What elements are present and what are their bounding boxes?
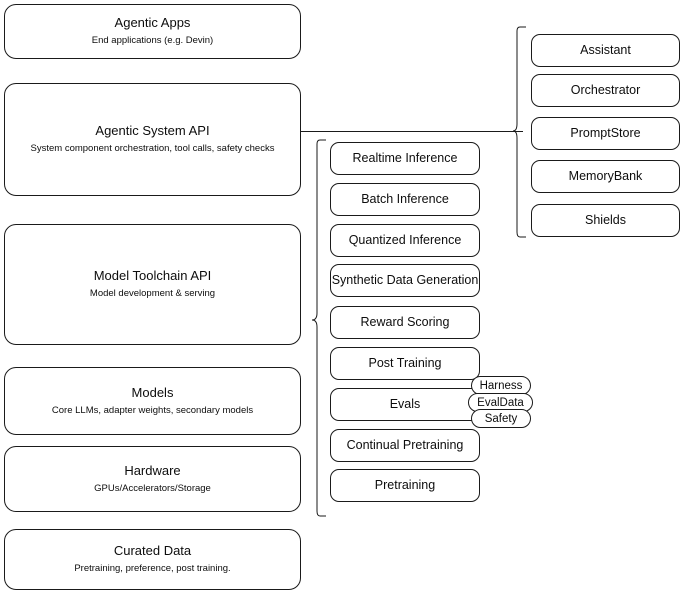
layer-title: Hardware: [124, 462, 181, 478]
component-memorybank[interactable]: MemoryBank: [531, 160, 680, 193]
component-label: Realtime Inference: [352, 150, 458, 165]
component-continual-pretraining[interactable]: Continual Pretraining: [330, 429, 480, 462]
component-label: Assistant: [580, 42, 631, 57]
component-assistant[interactable]: Assistant: [531, 34, 680, 67]
stack-layer-agentic-system-api[interactable]: Agentic System API System component orch…: [4, 83, 301, 196]
layer-title: Model Toolchain API: [93, 268, 212, 284]
component-label: Orchestrator: [570, 82, 641, 97]
component-label: Synthetic Data Generation: [331, 272, 479, 287]
layer-title: Curated Data: [113, 543, 192, 559]
component-orchestrator[interactable]: Orchestrator: [531, 74, 680, 107]
layer-subtitle: System component orchestration, tool cal…: [30, 143, 275, 155]
eval-badge-safety[interactable]: Safety: [471, 409, 531, 428]
stack-layer-models[interactable]: Models Core LLMs, adapter weights, secon…: [4, 367, 301, 435]
layer-subtitle: Core LLMs, adapter weights, secondary mo…: [51, 404, 254, 416]
stack-layer-curated-data[interactable]: Curated Data Pretraining, preference, po…: [4, 529, 301, 590]
stack-layer-model-toolchain-api[interactable]: Model Toolchain API Model development & …: [4, 224, 301, 345]
connector-agentic-system-to-components: [301, 131, 523, 132]
layer-subtitle: Pretraining, preference, post training.: [74, 563, 231, 575]
component-label: Pretraining: [374, 477, 436, 492]
component-label: Evals: [389, 396, 421, 411]
component-pretraining[interactable]: Pretraining: [330, 469, 480, 502]
component-quantized-inference[interactable]: Quantized Inference: [330, 224, 480, 257]
stack-layer-agentic-apps[interactable]: Agentic Apps End applications (e.g. Devi…: [4, 4, 301, 59]
component-batch-inference[interactable]: Batch Inference: [330, 183, 480, 216]
component-post-training[interactable]: Post Training: [330, 347, 480, 380]
component-synthetic-data-generation[interactable]: Synthetic Data Generation: [330, 264, 480, 297]
component-label: Post Training: [368, 355, 442, 370]
component-label: MemoryBank: [568, 168, 643, 183]
stack-layer-hardware[interactable]: Hardware GPUs/Accelerators/Storage: [4, 446, 301, 512]
component-label: Quantized Inference: [348, 232, 462, 247]
component-label: Reward Scoring: [360, 314, 450, 329]
brace-toolchain-components: [311, 139, 326, 517]
component-promptstore[interactable]: PromptStore: [531, 117, 680, 150]
component-label: Batch Inference: [361, 191, 449, 206]
brace-agentic-components: [512, 26, 526, 238]
component-evals[interactable]: Evals: [330, 388, 480, 421]
eval-badge-evaldata[interactable]: EvalData: [468, 393, 533, 412]
component-reward-scoring[interactable]: Reward Scoring: [330, 306, 480, 339]
layer-title: Models: [131, 384, 174, 400]
component-label: Shields: [585, 212, 626, 227]
component-label: PromptStore: [570, 125, 641, 140]
component-label: Continual Pretraining: [346, 437, 464, 452]
component-realtime-inference[interactable]: Realtime Inference: [330, 142, 480, 175]
component-shields[interactable]: Shields: [531, 204, 680, 237]
layer-subtitle: GPUs/Accelerators/Storage: [94, 482, 211, 494]
layer-subtitle: Model development & serving: [89, 288, 216, 300]
layer-subtitle: End applications (e.g. Devin): [91, 35, 214, 47]
layer-title: Agentic System API: [95, 123, 210, 139]
layer-title: Agentic Apps: [114, 15, 191, 31]
